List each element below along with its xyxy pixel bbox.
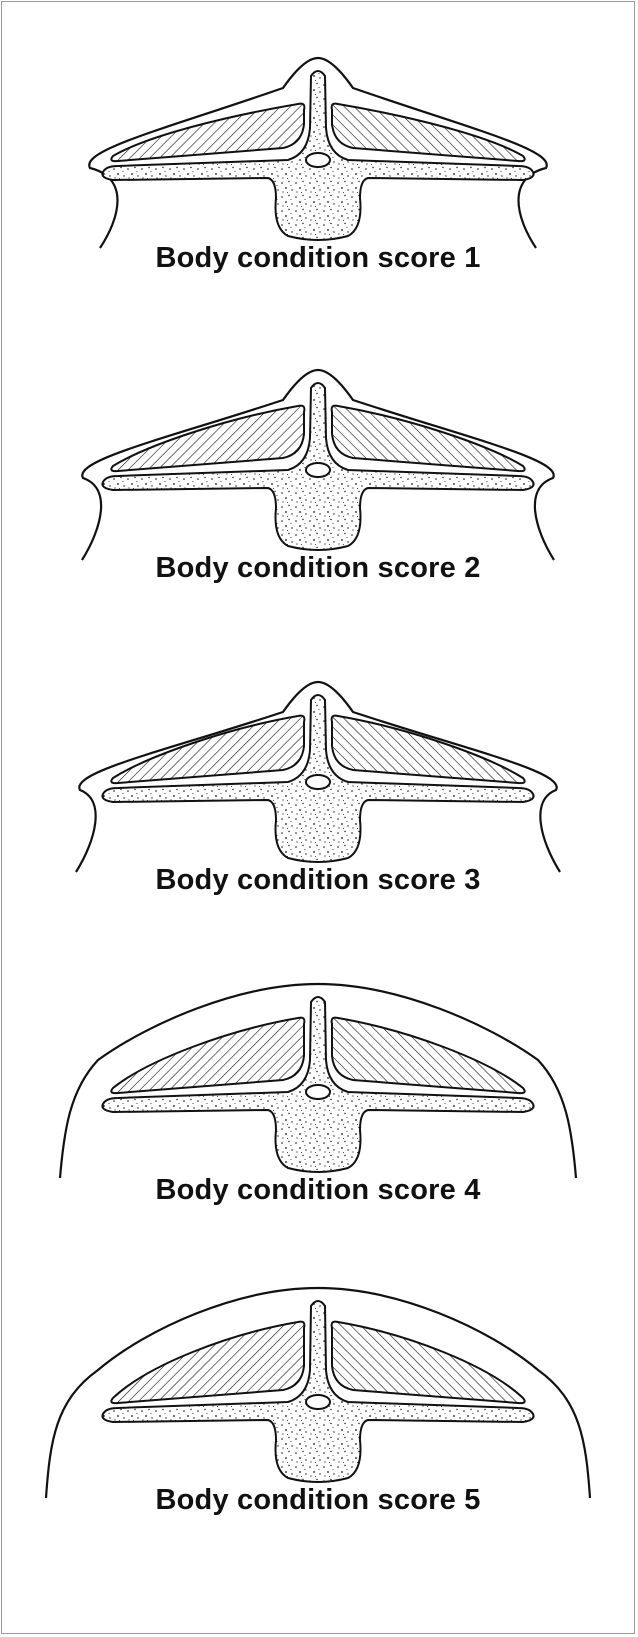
right-muscle <box>332 716 525 784</box>
panel-score-5: Body condition score 5 <box>0 1282 636 1604</box>
caption-score-5: Body condition score 5 <box>0 1484 636 1517</box>
panel-score-1: Body condition score 1 <box>0 40 636 362</box>
panel-score-4: Body condition score 4 <box>0 972 636 1294</box>
spinal-canal <box>306 1085 330 1099</box>
cross-section-diagram-score-5 <box>0 1282 636 1514</box>
cross-section-diagram-score-4 <box>0 972 636 1204</box>
panel-score-2: Body condition score 2 <box>0 350 636 672</box>
caption-score-1: Body condition score 1 <box>0 242 636 275</box>
left-muscle <box>111 406 304 472</box>
left-muscle <box>111 1018 304 1094</box>
spinal-canal <box>306 463 330 477</box>
spinal-canal <box>306 1395 330 1409</box>
spinal-canal <box>306 775 330 789</box>
panel-score-3: Body condition score 3 <box>0 662 636 984</box>
cross-section-diagram-score-3 <box>0 662 636 894</box>
caption-score-4: Body condition score 4 <box>0 1174 636 1207</box>
spinal-canal <box>306 153 330 167</box>
right-muscle <box>332 1322 525 1404</box>
cross-section-diagram-score-1 <box>0 40 636 272</box>
left-muscle <box>111 716 304 784</box>
cross-section-diagram-score-2 <box>0 350 636 582</box>
left-muscle <box>111 1322 304 1404</box>
right-muscle <box>332 406 525 472</box>
caption-score-2: Body condition score 2 <box>0 552 636 585</box>
right-muscle <box>332 1018 525 1094</box>
caption-score-3: Body condition score 3 <box>0 864 636 897</box>
